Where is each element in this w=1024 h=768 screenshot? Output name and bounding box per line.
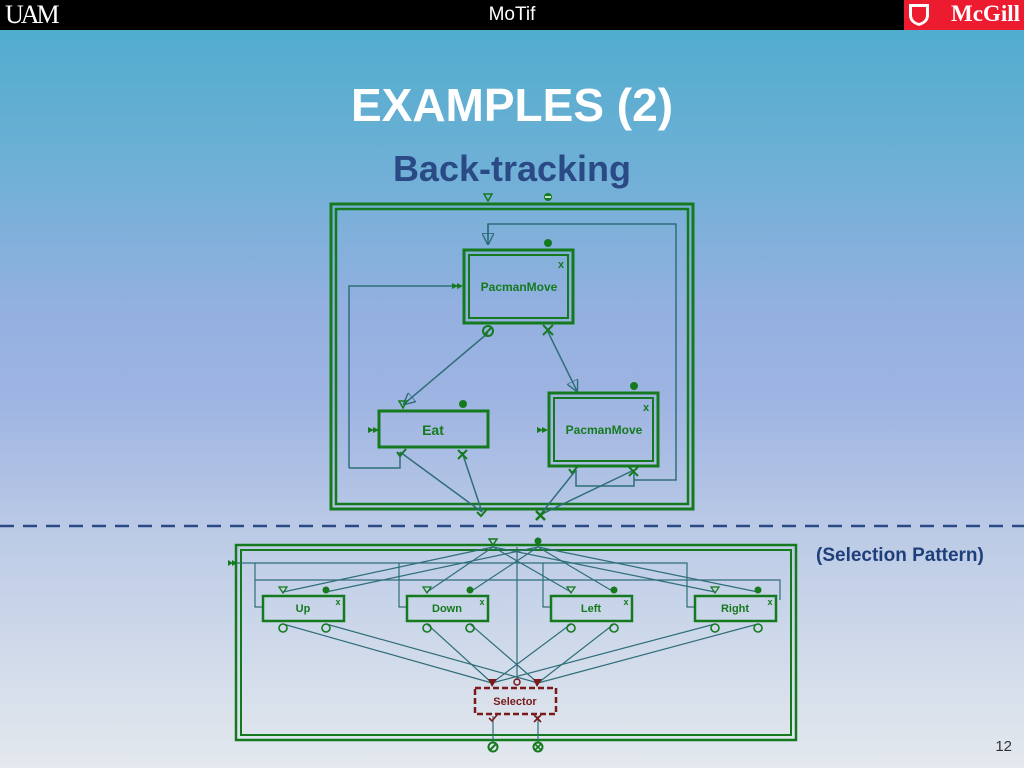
rule-marker: x — [558, 259, 565, 271]
rule-label: Eat — [422, 422, 444, 438]
input-port-icon — [709, 586, 721, 595]
stop-port-icon — [754, 586, 762, 594]
uam-logo: UAM — [2, 0, 72, 29]
packet-port-icon — [537, 427, 548, 433]
success-port-icon — [566, 623, 576, 633]
stop-port-icon — [610, 586, 618, 594]
input-port-icon — [277, 586, 289, 595]
slide-title: EXAMPLES (2) — [350, 79, 674, 131]
rule-left: Left x — [549, 586, 634, 633]
selection-block: Up x Down x Left x — [228, 537, 798, 753]
rule-marker: x — [643, 402, 650, 414]
input-port-icon — [397, 400, 409, 410]
success-check-icon — [568, 465, 579, 475]
success-port-icon — [482, 325, 494, 337]
page-number: 12 — [995, 738, 1012, 755]
rule-eat: Eat — [368, 400, 490, 460]
top-bar: UAM MoTif McGill — [0, 0, 1024, 30]
outer-input-port-icon — [487, 538, 499, 547]
rule-marker: x — [335, 597, 340, 607]
input-port-icon — [565, 586, 577, 595]
packet-port-icon — [452, 283, 463, 289]
rule-label: Down — [432, 603, 462, 615]
stop-port-icon — [544, 239, 552, 247]
slide-subtitle: Back-tracking — [392, 148, 632, 189]
outer-fail-port-icon — [535, 510, 546, 521]
backtracking-block: PacmanMove x Eat PacmanMove x — [329, 193, 695, 521]
shield-icon — [909, 4, 929, 26]
selector-fail-icon — [533, 714, 542, 723]
selector-label: Selector — [493, 696, 537, 708]
rule-pacmanmove-top: PacmanMove x — [452, 239, 575, 337]
packet-port-icon — [368, 427, 379, 433]
outer-packet-port-icon — [228, 560, 237, 566]
fail-port-icon — [628, 466, 639, 477]
selector-success-icon — [488, 714, 498, 723]
success-port-icon — [422, 623, 432, 633]
mcgill-logo-text: McGill — [951, 1, 1020, 26]
rule-right: Right x — [693, 586, 778, 633]
selector-input-icon — [488, 679, 497, 687]
fail-port-icon — [465, 623, 475, 633]
rule-label: Right — [721, 603, 749, 615]
fail-port-icon — [542, 324, 554, 336]
input-port-icon — [421, 586, 433, 595]
success-port-icon — [710, 623, 720, 633]
rule-up: Up x — [261, 586, 346, 633]
selection-pattern-label: (Selection Pattern) — [816, 545, 984, 566]
selector-input-icon — [533, 679, 542, 687]
outer-stop-port-icon — [534, 537, 542, 545]
outer-success-check-icon — [476, 507, 489, 518]
rule-label: Left — [581, 603, 602, 615]
fail-port-icon — [457, 449, 468, 460]
stop-port-icon — [630, 382, 638, 390]
fail-port-icon — [609, 623, 619, 633]
outer-fail-port-icon — [532, 741, 544, 753]
uam-logo-text: UAM — [5, 0, 60, 29]
stop-port-icon — [459, 400, 467, 408]
success-port-icon — [278, 623, 288, 633]
rule-marker: x — [767, 597, 772, 607]
rule-label: PacmanMove — [566, 423, 643, 437]
rule-marker: x — [623, 597, 628, 607]
mcgill-logo: McGill — [904, 0, 1024, 30]
rule-pacmanmove-bottom: PacmanMove x — [537, 382, 660, 477]
rule-label: Up — [296, 603, 311, 615]
outer-input-port-icon — [482, 193, 494, 203]
presentation-title: MoTif — [488, 4, 536, 25]
stop-port-icon — [322, 586, 330, 594]
selector-node: Selector — [473, 678, 558, 723]
fail-port-icon — [753, 623, 763, 633]
fail-port-icon — [321, 623, 331, 633]
rule-down: Down x — [405, 586, 490, 633]
selector-stop-icon — [513, 678, 521, 686]
rule-marker: x — [479, 597, 484, 607]
outer-success-port-icon — [487, 741, 499, 753]
stop-port-icon — [466, 586, 474, 594]
rule-label: PacmanMove — [481, 280, 558, 294]
success-check-icon — [396, 448, 407, 458]
